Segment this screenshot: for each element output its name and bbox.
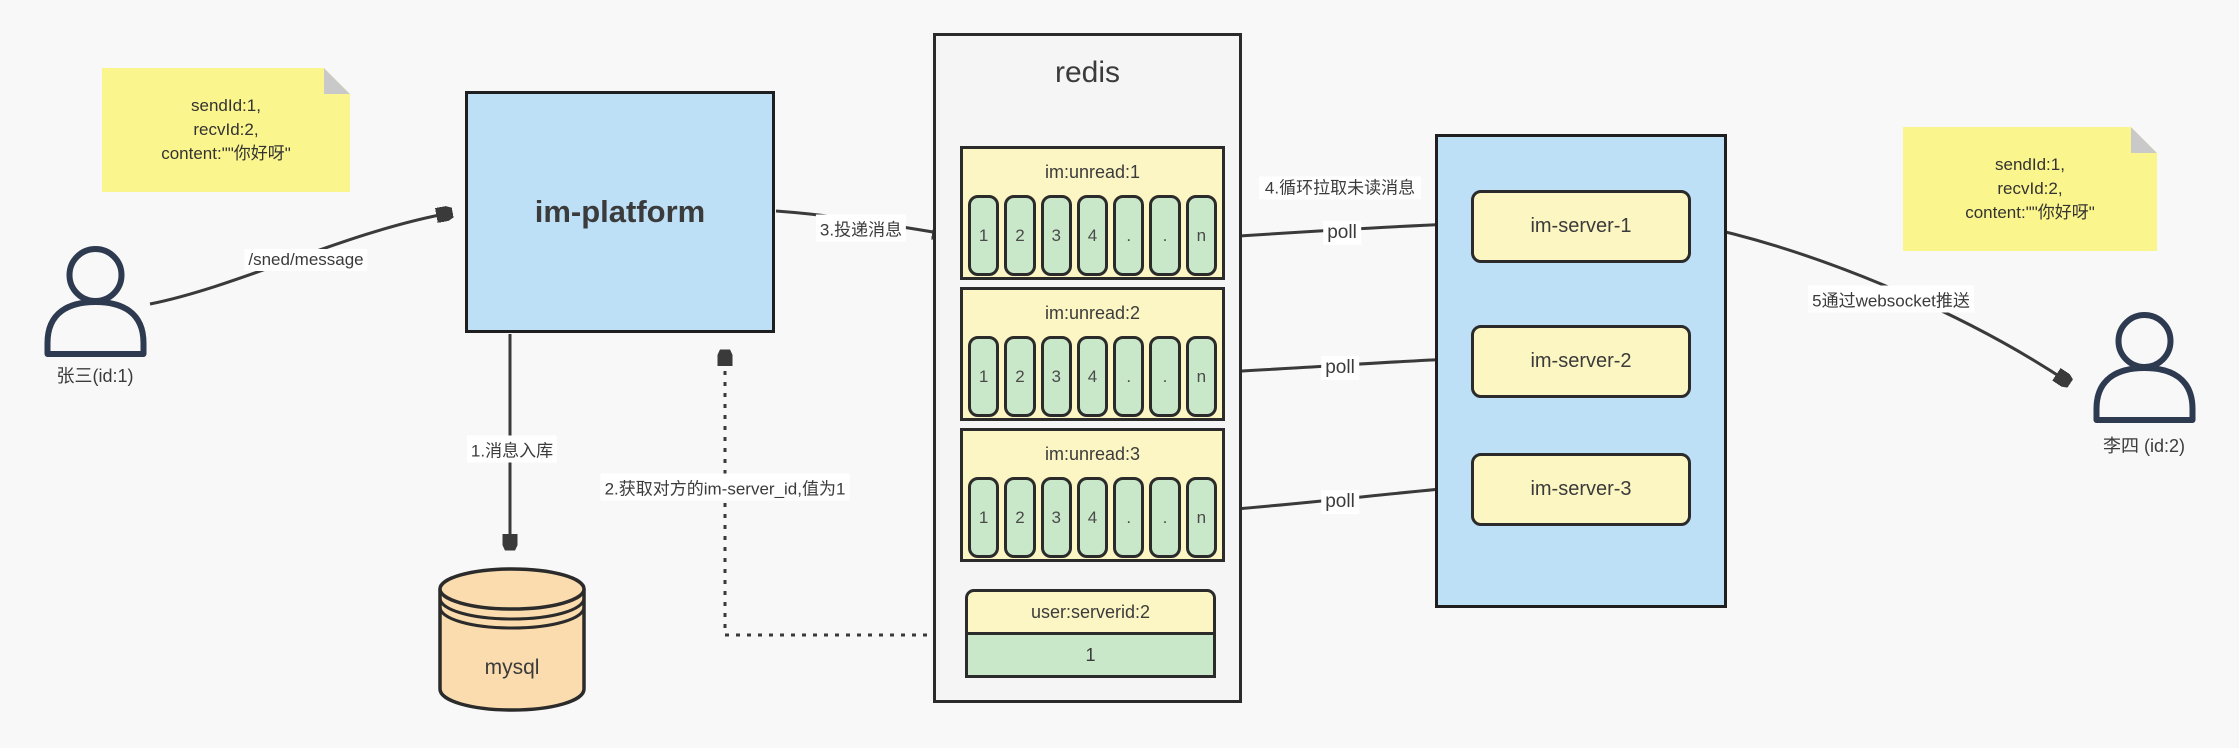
actor-label-sender: 张三(id:1)	[56, 366, 134, 386]
queue-block-unread-3: im:unread:3 1 2 3 4 . . n	[960, 428, 1225, 562]
queue-cell: 4	[1076, 477, 1109, 558]
edge-label-send-message: /sned/message	[244, 249, 368, 271]
queue-cell: 1	[968, 195, 1000, 276]
queue-cells: 1 2 3 4 . . n	[963, 477, 1222, 559]
edge-label-poll-1: poll	[1323, 221, 1361, 245]
queue-cells: 1 2 3 4 . . n	[963, 195, 1222, 277]
queue-cells: 1 2 3 4 . . n	[963, 336, 1222, 418]
user-icon	[2093, 312, 2196, 423]
queue-cell: 3	[1040, 477, 1072, 558]
queue-cell: 2	[1004, 477, 1036, 558]
sticky-note-left: sendId:1, recvId:2, content:""你好呀"	[102, 68, 350, 192]
queue-cell: 2	[1004, 336, 1036, 417]
note-line: sendId:1,	[1995, 155, 2065, 175]
note-line: sendId:1,	[191, 96, 261, 116]
queue-cell: .	[1149, 477, 1181, 558]
note-line: recvId:2,	[193, 120, 259, 140]
im-platform-node: im-platform	[465, 91, 775, 333]
im-server-label: im-server-3	[1530, 478, 1632, 500]
queue-block-unread-1: im:unread:1 1 2 3 4 . . n	[960, 146, 1225, 280]
queue-cell: 1	[968, 477, 1000, 558]
note-fold-icon	[2131, 127, 2157, 153]
edge-label-step3: 3.投递消息	[815, 214, 907, 242]
queue-key-label: im:unread:1	[1044, 161, 1141, 182]
note-fold-icon	[324, 68, 350, 94]
im-server-1-node: im-server-1	[1471, 190, 1691, 263]
user-icon	[44, 246, 147, 357]
im-server-2-node: im-server-2	[1471, 325, 1691, 398]
im-platform-label: im-platform	[534, 194, 706, 229]
queue-cell: .	[1113, 477, 1145, 558]
kv-key-label: user:serverid:2	[965, 589, 1216, 635]
queue-cell: n	[1185, 195, 1217, 276]
im-server-label: im-server-2	[1530, 350, 1632, 372]
queue-cell: .	[1113, 195, 1145, 276]
edge-label-step1: 1.消息入库	[466, 435, 558, 463]
edge-label-poll-2: poll	[1321, 356, 1359, 380]
edge-label-step2: 2.获取对方的im-server_id,值为1	[600, 473, 850, 501]
queue-cell: 3	[1040, 336, 1072, 417]
queue-cell: .	[1149, 195, 1181, 276]
queue-cell: 1	[968, 336, 1000, 417]
kv-value: 1	[965, 632, 1216, 678]
edge-label-step4: 4.循环拉取未读消息	[1259, 176, 1421, 200]
mysql-database-icon: mysql	[438, 567, 586, 712]
note-line: content:""你好呀"	[1965, 202, 2095, 222]
queue-block-unread-2: im:unread:2 1 2 3 4 . . n	[960, 287, 1225, 421]
sticky-note-right: sendId:1, recvId:2, content:""你好呀"	[1903, 127, 2157, 251]
queue-cell: 3	[1040, 195, 1072, 276]
queue-cell: n	[1185, 336, 1217, 417]
queue-cell: .	[1149, 336, 1181, 417]
queue-key-label: im:unread:3	[1044, 443, 1141, 464]
actor-label-receiver: 李四 (id:2)	[2102, 436, 2185, 456]
queue-cell: 2	[1004, 195, 1036, 276]
im-server-label: im-server-1	[1530, 215, 1632, 237]
edge-label-poll-3: poll	[1321, 490, 1359, 514]
redis-panel: redis im:unread:1 1 2 3 4 . . n im:unrea…	[933, 33, 1242, 703]
im-server-3-node: im-server-3	[1471, 453, 1691, 526]
queue-cell: .	[1113, 336, 1145, 417]
mysql-label: mysql	[485, 656, 540, 679]
queue-key-label: im:unread:2	[1044, 302, 1141, 323]
im-server-group-panel: im-server-1 im-server-2 im-server-3	[1435, 134, 1727, 608]
note-line: recvId:2,	[1997, 179, 2063, 199]
note-line: content:""你好呀"	[161, 143, 291, 163]
queue-cell: 4	[1076, 195, 1109, 276]
edge-label-step5: 5通过websocket推送	[1808, 285, 1974, 313]
kv-box-user-serverid: user:serverid:2 1	[965, 589, 1216, 678]
queue-cell: n	[1185, 477, 1217, 558]
queue-cell: 4	[1076, 336, 1109, 417]
redis-title: redis	[1054, 56, 1121, 89]
